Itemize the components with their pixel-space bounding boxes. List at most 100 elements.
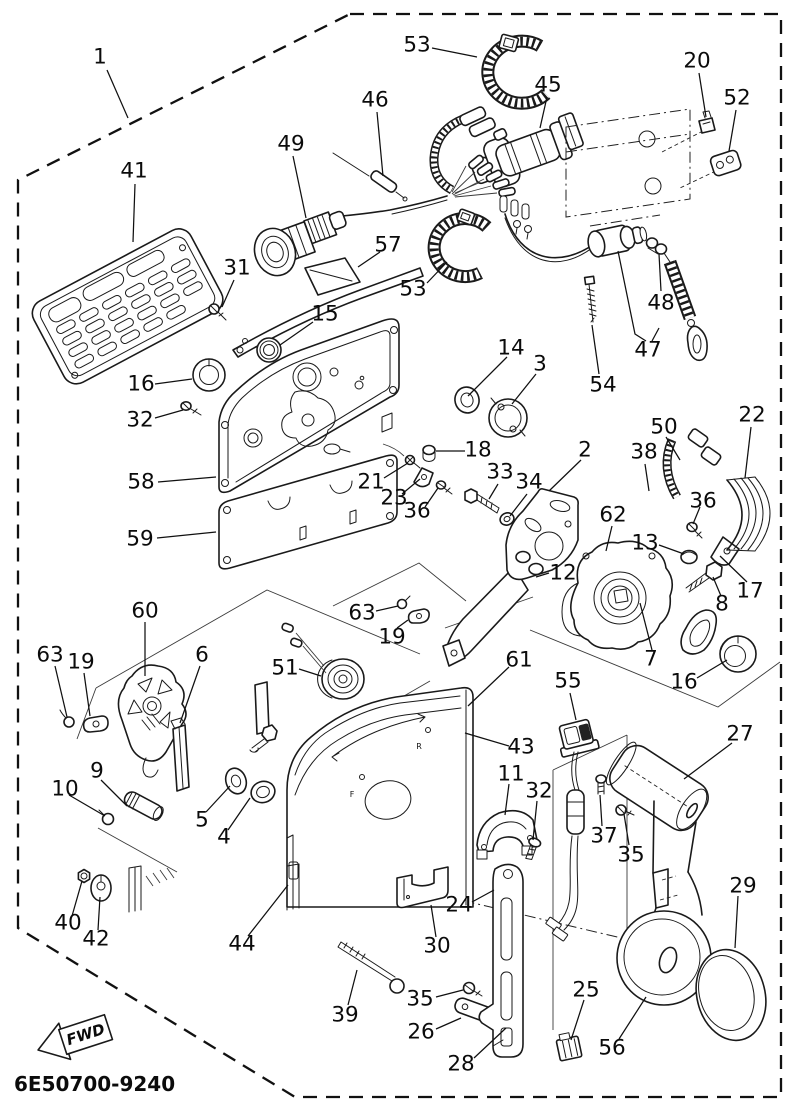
- leader-line-30: [430, 904, 437, 938]
- part-label-34: 34: [515, 470, 542, 495]
- part-label-29: 29: [729, 874, 756, 899]
- clip-63-right: [396, 595, 411, 610]
- screw-32-lower: [525, 837, 542, 860]
- leader-line-3: [511, 373, 537, 405]
- fwd-arrow: FWD: [37, 1013, 114, 1061]
- part-label-32: 32: [525, 779, 552, 804]
- connector-25: [555, 1032, 583, 1062]
- shift-plate-2: [442, 488, 579, 667]
- leader-line-23: [401, 478, 421, 495]
- leader-line-11: [504, 783, 510, 816]
- leader-line-46: [376, 111, 384, 177]
- part-label-50: 50: [650, 415, 677, 440]
- leader-line-53: [426, 261, 448, 284]
- grommet-4: [250, 780, 276, 804]
- part-label-23: 23: [380, 486, 407, 511]
- part-label-42: 42: [82, 927, 109, 952]
- leader-line-17: [719, 555, 748, 583]
- leader-line-27: [683, 742, 733, 780]
- part-label-1: 1: [93, 45, 107, 70]
- part-label-39: 39: [331, 1003, 358, 1028]
- part-label-55: 55: [554, 669, 581, 694]
- lead-wire-46: [332, 152, 408, 202]
- leader-line-43: [464, 732, 510, 747]
- part-label-57: 57: [374, 233, 401, 258]
- part-label-56: 56: [598, 1036, 625, 1061]
- lanyard-cord-48: [645, 237, 708, 362]
- cam-plate-60: [117, 664, 187, 778]
- leader-line-2: [548, 459, 582, 492]
- part-label-21: 21: [357, 470, 384, 495]
- part-label-36: 36: [403, 499, 430, 524]
- leader-line-54: [591, 324, 600, 375]
- part-label-51: 51: [271, 656, 298, 681]
- leader-line-16: [696, 659, 728, 679]
- leader-line-14: [467, 356, 508, 397]
- part-label-18: 18: [464, 438, 491, 463]
- friction-drum-51: [281, 622, 365, 700]
- part-label-37: 37: [590, 824, 617, 849]
- screw-32-upper: [180, 400, 202, 416]
- leader-line-20: [698, 72, 707, 118]
- part-label-32: 32: [126, 408, 153, 433]
- leader-line-5: [205, 785, 231, 813]
- part-label-52: 52: [723, 86, 750, 111]
- part-label-41: 41: [120, 159, 147, 184]
- leader-line-19: [396, 619, 409, 629]
- window-bracket-11: [476, 809, 539, 860]
- part-label-22: 22: [738, 403, 765, 428]
- screw-37: [595, 774, 607, 795]
- part-label-54: 54: [589, 373, 616, 398]
- grip-knob-29: [695, 948, 767, 1042]
- linkage-strap: [232, 267, 424, 358]
- leader-line-38: [644, 463, 650, 492]
- part-label-31: 31: [223, 256, 250, 281]
- leader-line-48: [658, 253, 662, 292]
- leader-line-32: [154, 409, 184, 419]
- corrugated-tube-53-bottom: [427, 208, 492, 284]
- cap-13: [680, 549, 698, 565]
- part-label-25: 25: [572, 978, 599, 1003]
- leader-line-9: [100, 779, 128, 807]
- lanyard-switch-47: [587, 224, 648, 258]
- clip-10: [98, 809, 115, 826]
- grommet-16-upper: [192, 358, 226, 392]
- part-label-26: 26: [407, 1020, 434, 1045]
- leader-line-35: [435, 989, 464, 998]
- leader-line-13: [658, 544, 685, 555]
- drawing-number: 6E50700-9240: [14, 1072, 175, 1096]
- part-label-13: 13: [631, 531, 658, 556]
- leader-line-53: [431, 47, 478, 58]
- part-label-63: 63: [348, 601, 375, 626]
- leader-line-36: [424, 487, 439, 508]
- leader-line-8: [712, 576, 722, 597]
- leader-line-24: [471, 889, 495, 903]
- hook-19-left: [82, 715, 109, 733]
- pad-plate: [304, 257, 361, 296]
- cap-assembly-49: [253, 210, 347, 277]
- screw-31: [208, 303, 227, 321]
- part-label-11: 11: [497, 762, 524, 787]
- part-label-53: 53: [403, 33, 430, 58]
- bolt-39: [337, 941, 405, 994]
- leader-line-35: [623, 813, 630, 846]
- leader-line-36: [692, 506, 701, 525]
- leader-line-63: [375, 605, 399, 612]
- lever-blades-6: [170, 681, 278, 792]
- leader-line-55: [569, 692, 577, 721]
- clip-20: [698, 110, 716, 134]
- part-label-35: 35: [406, 987, 433, 1012]
- leader-line-16: [154, 378, 193, 385]
- hook-19-right: [407, 608, 430, 624]
- bolt-8: [685, 561, 723, 593]
- part-label-6: 6: [195, 643, 209, 668]
- part-label-28: 28: [447, 1052, 474, 1077]
- screw-35-mid: [615, 804, 635, 816]
- bolt-33: [464, 488, 500, 514]
- hook-bracket-23: [413, 467, 434, 488]
- phantom-panel: [565, 108, 691, 227]
- wire-harness: [341, 106, 595, 263]
- part-label-43: 43: [507, 735, 534, 760]
- lower-cover-59: [218, 454, 398, 570]
- part-label-45: 45: [534, 73, 561, 98]
